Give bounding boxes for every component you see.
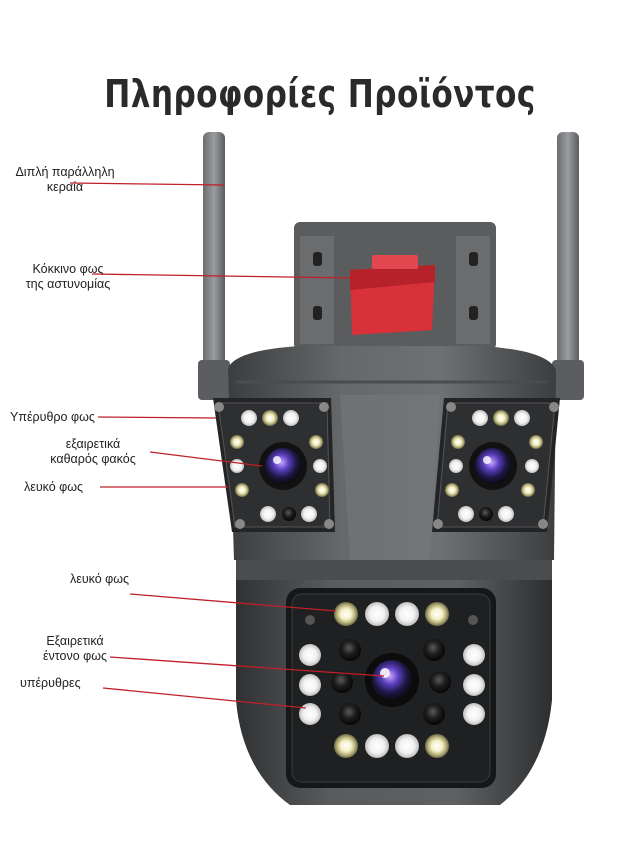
label-infrared: Υπέρυθρο φως: [10, 410, 95, 424]
callout-police-light: [91, 273, 356, 279]
label-white-light-top: λευκό φως: [24, 480, 84, 494]
label-antenna-line1: Διπλή παράλληλη: [15, 165, 115, 179]
label-police-line1: Κόκκινο φως: [32, 262, 104, 276]
label-police-light: Κόκκινο φως της αστυνομίας: [18, 262, 118, 292]
left-antenna: [203, 132, 225, 397]
left-camera-panel: [213, 398, 335, 532]
label-lens-line1: εξαιρετικά: [65, 437, 121, 451]
callout-lens: [149, 451, 263, 467]
callout-infrared: [97, 416, 217, 419]
callout-antenna: [69, 182, 225, 186]
label-lens: εξαιρετικά καθαρός φακός: [38, 437, 148, 467]
label-police-line2: της αστυνομίας: [25, 277, 111, 291]
callout-infrared-bottom: [102, 687, 307, 709]
label-strong-line2: έντονο φως: [42, 649, 108, 663]
label-lens-line2: καθαρός φακός: [50, 452, 136, 466]
callout-strong-light: [109, 656, 385, 677]
label-infrared-bottom: υπέρυθρες: [20, 676, 81, 690]
page-title: Πληροφορίες Προϊόντος: [104, 72, 536, 116]
label-strong-line1: Εξαιρετικά: [46, 634, 104, 648]
callout-white-light-bottom: [129, 593, 337, 612]
right-camera-panel: [432, 398, 560, 532]
label-white-light-bottom: λευκό φως: [70, 572, 130, 586]
label-strong-light: Εξαιρετικά έντονο φως: [30, 634, 120, 664]
ptz-camera-panel: [286, 588, 496, 788]
right-antenna: [557, 132, 579, 397]
